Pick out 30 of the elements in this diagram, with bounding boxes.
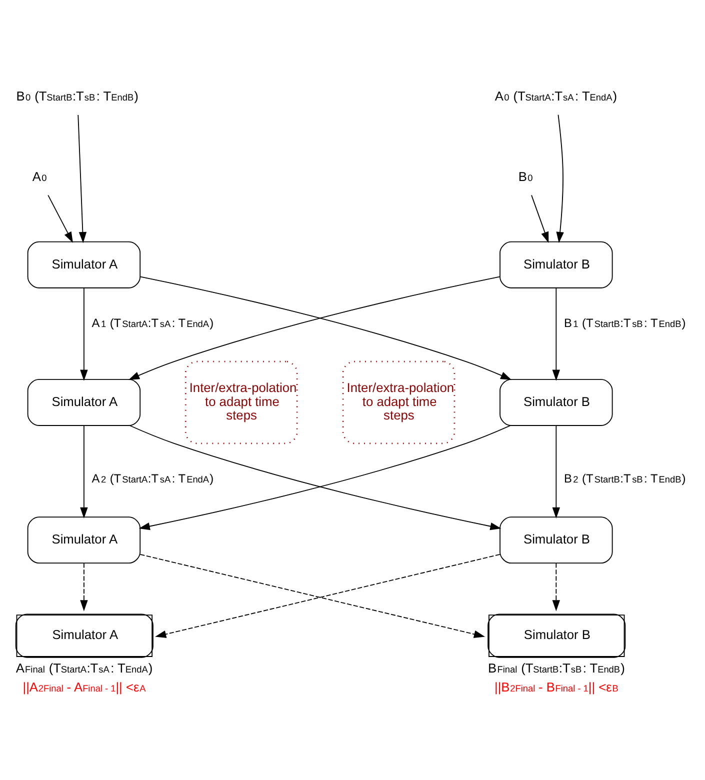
- arrow: [80, 286, 88, 380]
- arrow: [552, 562, 560, 611]
- node-box: Simulator B: [500, 516, 613, 564]
- edge-label: B2 (TStartB:TsB: TEndB): [564, 470, 686, 485]
- node-box: Inter/extra-polation to adapt time steps: [184, 360, 298, 444]
- node-box: Simulator A: [27, 516, 141, 564]
- node-text: A0 (TStartA:TsA: TEndA): [494, 88, 618, 104]
- node-label: BFinal (TStartB:TsB: TEndB): [488, 660, 625, 675]
- arrow: [48, 194, 73, 242]
- node-label: AFinal (TStartA:TsA: TEndA): [16, 660, 153, 675]
- arrow: [556, 114, 564, 243]
- node-box: Simulator B: [500, 378, 613, 426]
- node-box: Simulator A: [27, 240, 141, 288]
- node-box: Simulator B: [500, 240, 613, 288]
- arrow: [78, 114, 87, 243]
- node-label: ||A2Final - AFinal - 1|| <εA: [22, 679, 146, 694]
- node-text: B0 (TStartB:TsB: TEndB): [16, 88, 138, 104]
- node-box: Simulator A: [27, 378, 141, 426]
- arrow: [80, 562, 88, 611]
- node-text: B0: [518, 168, 533, 184]
- arrow: [552, 286, 560, 380]
- node-label: ||B2Final - BFinal - 1|| <εB: [494, 679, 618, 694]
- arrow: [531, 194, 549, 242]
- edge-label: B1 (TStartB:TsB: TEndB): [564, 315, 686, 330]
- edge-label: A1 (TStartA:TsA: TEndA): [92, 315, 214, 330]
- arrow: [80, 424, 88, 518]
- edge-label: A2 (TStartA:TsA: TEndA): [92, 470, 214, 485]
- arrow: [552, 424, 560, 518]
- node-text: A0: [32, 168, 47, 184]
- node-box: Inter/extra-polation to adapt time steps: [342, 360, 456, 444]
